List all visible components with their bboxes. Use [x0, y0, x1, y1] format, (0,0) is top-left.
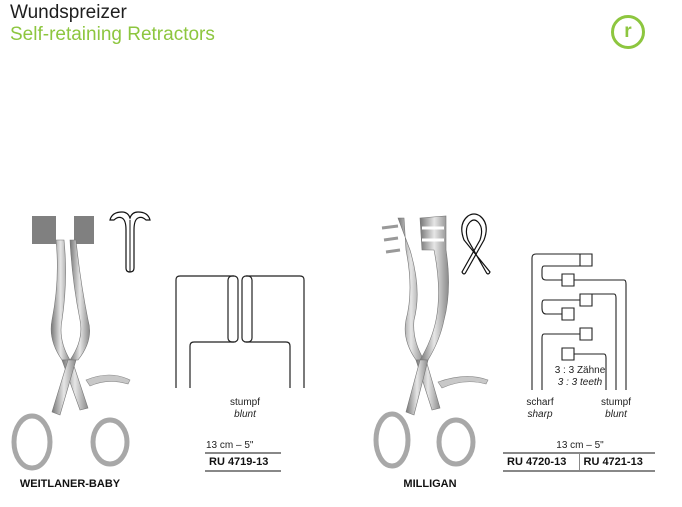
weitlaner-product-name: WEITLANER-BABY	[19, 478, 121, 490]
milligan-variant-1-english: sharp	[527, 409, 553, 420]
milligan-teeth-english: 3 : 3 teeth	[557, 377, 603, 388]
teeth-diagram	[531, 253, 627, 390]
milligan-teeth-german: 3 : 3 Zähne	[554, 365, 606, 376]
article-number: RU 4720-13	[507, 456, 567, 468]
milligan-blade-profile-icon	[461, 213, 491, 275]
weitlaner-tip-english: blunt	[234, 409, 256, 420]
milligan-variant-1-german: scharf	[526, 397, 554, 408]
weitlaner-size: 13 cm – 5"	[206, 440, 254, 451]
milligan-size: 13 cm – 5"	[556, 440, 604, 451]
weitlaner-blade-profile-icon	[109, 211, 151, 273]
milligan-article-table: RU 4720-13 RU 4721-13	[503, 452, 655, 472]
article-number: RU 4719-13	[209, 456, 269, 468]
milligan-instrument-image	[373, 215, 489, 469]
article-number: RU 4721-13	[578, 454, 656, 470]
weitlaner-article-table: RU 4719-13	[205, 452, 281, 472]
category-logo-icon: r	[611, 15, 645, 49]
milligan-product-name: MILLIGAN	[403, 478, 457, 490]
blunt-tip-diagram	[175, 275, 305, 388]
milligan-variant-2-german: stumpf	[600, 397, 631, 408]
page-title-english: Self-retaining Retractors	[10, 24, 215, 45]
weitlaner-baby-instrument-image	[11, 216, 131, 471]
page-title-german: Wundspreizer	[10, 2, 127, 23]
logo-letter: r	[624, 21, 632, 42]
weitlaner-tip-german: stumpf	[229, 397, 260, 408]
milligan-variant-2-english: blunt	[605, 409, 627, 420]
